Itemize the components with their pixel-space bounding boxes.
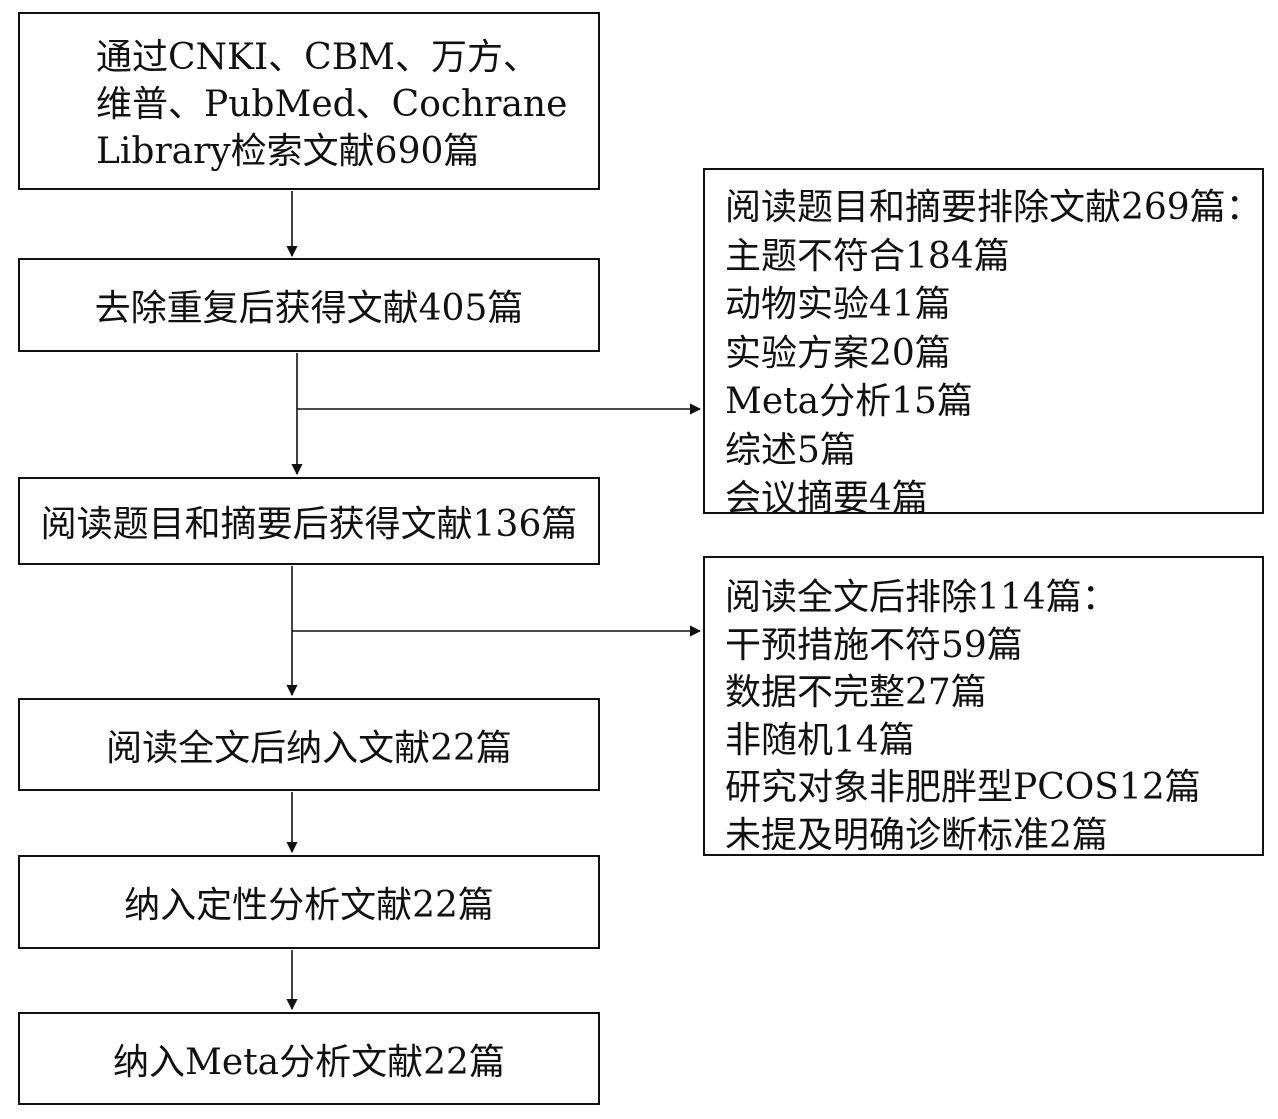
fulltext-exclusion-item: 非随机14篇 bbox=[725, 719, 915, 761]
screen-exclusion-item: 实验方案20篇 bbox=[725, 332, 951, 374]
after-screening-box: 阅读题目和摘要后获得文献136篇 bbox=[18, 477, 600, 565]
after-dedup-box: 去除重复后获得文献405篇 bbox=[18, 258, 600, 352]
fulltext-exclusion-box: 阅读全文后排除114篇： 干预措施不符59篇 数据不完整27篇 非随机14篇 研… bbox=[703, 556, 1264, 856]
screen-exclusion-item: 动物实验41篇 bbox=[725, 284, 951, 325]
fulltext-exclusion-item: 研究对象非肥胖型PCOS12篇 bbox=[725, 767, 1201, 808]
fulltext-exclusion-item: 数据不完整27篇 bbox=[725, 672, 987, 713]
meta-analysis-text: 纳入Meta分析文献22篇 bbox=[113, 1041, 505, 1083]
screening-exclusion-box: 阅读题目和摘要排除文献269篇： 主题不符合184篇 动物实验41篇 实验方案2… bbox=[703, 168, 1264, 519]
qualitative-text: 纳入定性分析文献22篇 bbox=[124, 885, 494, 926]
meta-analysis-box: 纳入Meta分析文献22篇 bbox=[18, 1012, 600, 1105]
screen-exclusion-item: 会议摘要4篇 bbox=[725, 478, 928, 519]
fulltext-exclusion-item: 未提及明确诊断标准2篇 bbox=[725, 814, 1108, 856]
identified-line-1: 通过CNKI、CBM、万方、 bbox=[96, 37, 540, 78]
fulltext-included-text: 阅读全文后纳入文献22篇 bbox=[106, 727, 512, 769]
fulltext-exclusion-heading: 阅读全文后排除114篇： bbox=[725, 577, 1118, 618]
qualitative-box: 纳入定性分析文献22篇 bbox=[18, 855, 600, 949]
fulltext-included-box: 阅读全文后纳入文献22篇 bbox=[18, 698, 600, 791]
after-screening-text: 阅读题目和摘要后获得文献136篇 bbox=[40, 504, 578, 545]
screen-exclusion-item: 综述5篇 bbox=[725, 429, 856, 471]
screen-exclusion-item: Meta分析15篇 bbox=[725, 381, 973, 422]
identified-line-2: 维普、PubMed、Cochrane bbox=[96, 84, 568, 125]
after-dedup-text: 去除重复后获得文献405篇 bbox=[94, 288, 524, 329]
records-identified-box: 通过CNKI、CBM、万方、 维普、PubMed、Cochrane Librar… bbox=[18, 12, 600, 190]
screen-exclusion-heading: 阅读题目和摘要排除文献269篇： bbox=[725, 187, 1262, 228]
identified-line-3: Library检索文献690篇 bbox=[96, 131, 480, 172]
fulltext-exclusion-item: 干预措施不符59篇 bbox=[725, 624, 1023, 666]
screen-exclusion-item: 主题不符合184篇 bbox=[725, 235, 1010, 277]
